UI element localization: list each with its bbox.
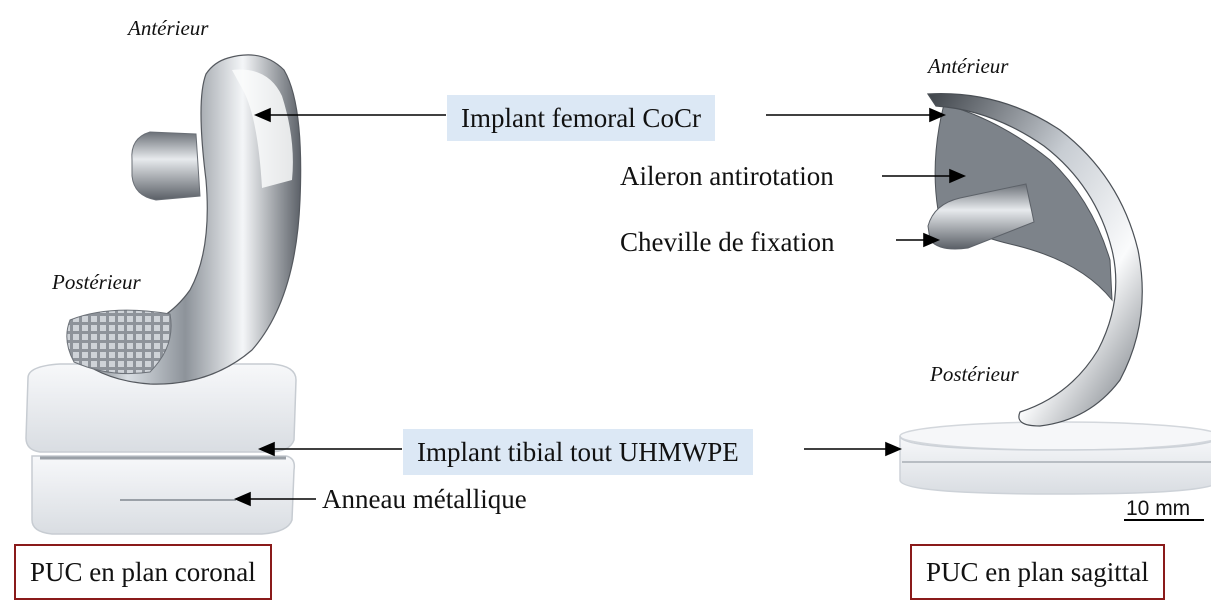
sagittal-tibial-disc-side (899, 435, 1211, 495)
sagittal-tibial-disc-top (899, 421, 1211, 451)
sagittal-fixation-peg (927, 183, 1035, 250)
coronal-tibial-bottom-block (31, 455, 296, 535)
coronal-implant-illustration (25, 54, 302, 535)
coronal-caption: PUC en plan coronal (14, 544, 272, 600)
femoral-implant-callout: Implant femoral CoCr (447, 95, 715, 141)
tibial-implant-callout: Implant tibial tout UHMWPE (403, 429, 753, 475)
sagittal-posterior-label: Postérieur (930, 362, 1019, 386)
scale-bar-label: 10 mm (1126, 497, 1191, 520)
callout-arrows (233, 107, 967, 507)
sagittal-anterior-label: Antérieur (928, 54, 1009, 78)
coronal-anterior-label: Antérieur (128, 16, 209, 40)
fixation-peg-callout: Cheville de fixation (620, 227, 835, 257)
coronal-tibial-top-block (25, 363, 297, 453)
sagittal-femoral-component (926, 93, 1143, 427)
coronal-posterior-label: Postérieur (52, 270, 141, 294)
coronal-fixation-peg (131, 131, 201, 201)
sagittal-caption: PUC en plan sagittal (910, 544, 1165, 600)
metal-ring-callout: Anneau métallique (322, 484, 527, 514)
antirotation-fin-callout: Aileron antirotation (620, 161, 834, 191)
sagittal-implant-illustration (899, 93, 1211, 495)
coronal-porous-pad (66, 309, 172, 375)
